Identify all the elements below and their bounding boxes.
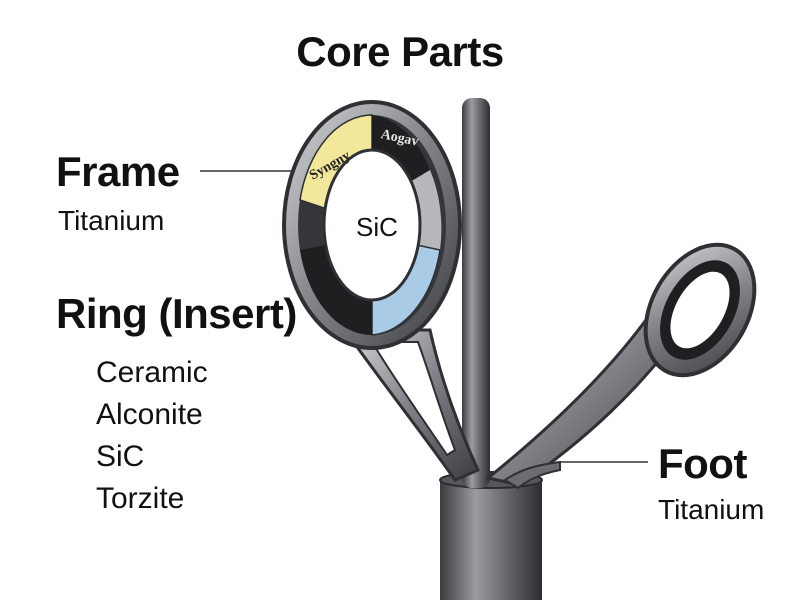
ring-material-item: Torzite	[96, 482, 185, 515]
foot-material: Titanium	[658, 494, 765, 525]
ring-material-item: Ceramic	[96, 356, 208, 389]
foot-label: Foot	[658, 440, 747, 487]
foot-part	[503, 460, 561, 490]
frame-label: Frame	[56, 148, 180, 195]
small-ring-opening	[670, 271, 730, 349]
ring-center-label: SiC	[356, 212, 398, 242]
ring-insert-label: Ring (Insert)	[56, 290, 297, 337]
rod-blank	[440, 478, 542, 600]
frame-material: Titanium	[58, 205, 165, 236]
page-title: Core Parts	[296, 28, 504, 75]
ring-material-item: Alconite	[96, 398, 203, 431]
insert-segment-black-bottom	[300, 245, 372, 335]
ring-materials-list: Ceramic Alconite SiC Torzite	[96, 352, 208, 520]
guide-stem	[462, 98, 490, 488]
insert-segment-black-top	[372, 115, 430, 185]
ring-material-item: SiC	[96, 440, 145, 473]
ring-opening	[322, 148, 422, 302]
